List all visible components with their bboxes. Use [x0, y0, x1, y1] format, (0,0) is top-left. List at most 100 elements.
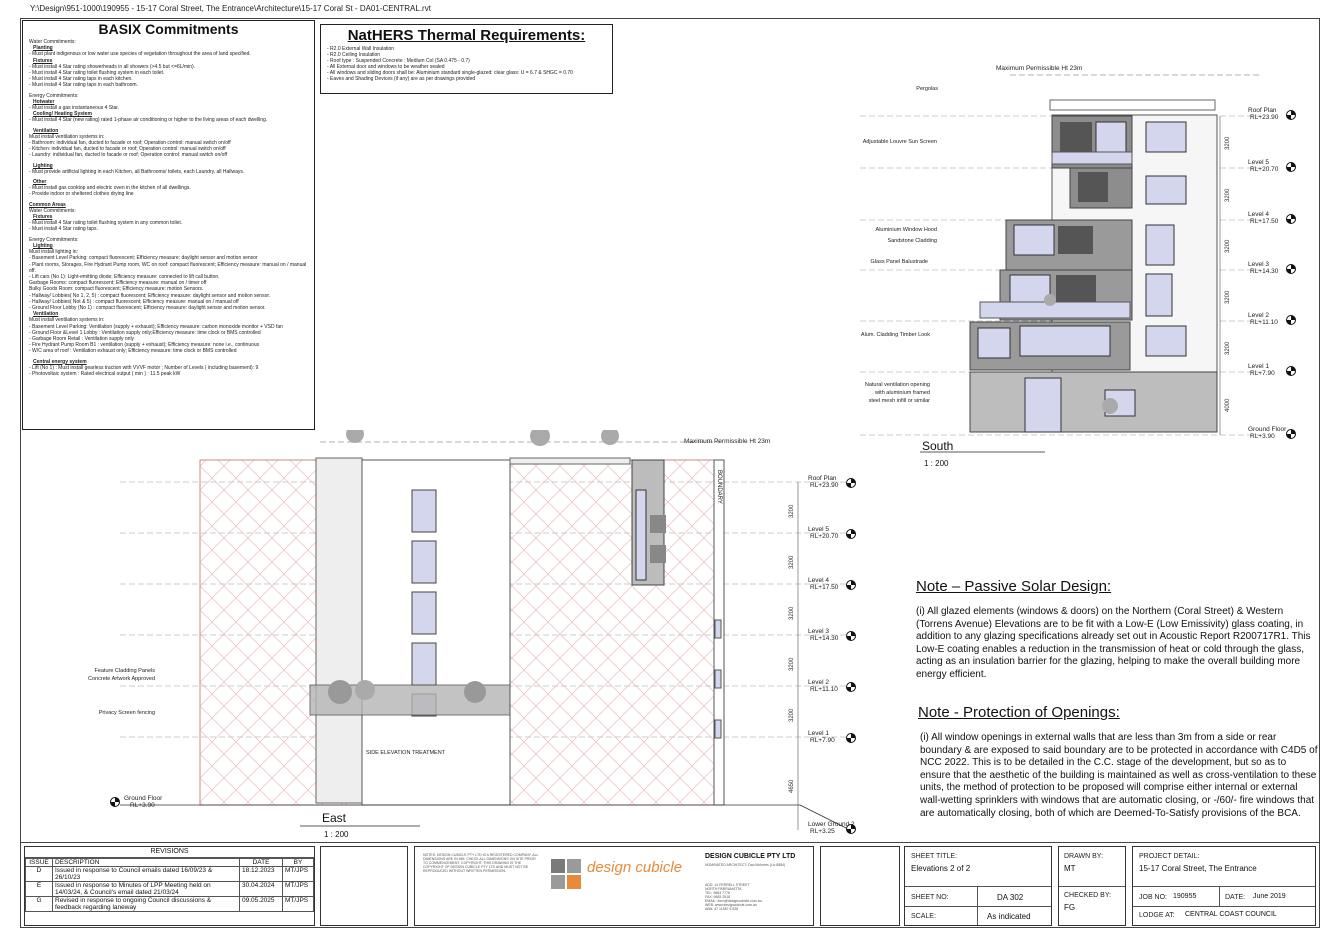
checked-value: FG [1064, 903, 1076, 912]
basix-line: - Garbage Room Retail : Ventilation supp… [29, 335, 135, 342]
level-marker-icon [846, 733, 856, 743]
level-name: Roof Plan [1248, 107, 1277, 114]
job-label: JOB NO: [1139, 894, 1168, 901]
basix-line: - Ground Floor Lobby (No 1) : compact fl… [29, 304, 266, 311]
nathers-line: - R2.0 External Wall Insulation [327, 46, 395, 52]
nathers-panel: NatHERS Thermal Requirements: - R2.0 Ext… [320, 24, 613, 94]
revision-date: 18.12.2023 [239, 866, 283, 882]
basix-heading: Common Areas [29, 201, 66, 208]
firm-panel: NOTES: DESIGN CUBICLE PTY LTD IS A REGIS… [414, 846, 814, 926]
revision-by: MT/JPS [282, 866, 314, 882]
basix-heading: Ventilation [33, 311, 59, 318]
firm-contact-line: EMAIL: form@designcubicle.com.au [705, 899, 762, 903]
blank-box-2 [820, 846, 900, 926]
firm-subtitle: NOMINATED ARCHITECT: Dan McInnes (Lic 88… [705, 863, 786, 867]
callout-feature-cladding: Feature Cladding Panels [94, 668, 155, 674]
callout-louvre: Adjustable Louvre Sun Screen [862, 139, 937, 145]
basix-title: BASIX Commitments [98, 21, 239, 37]
drawn-divider [1059, 886, 1125, 887]
level-marker-icon [1286, 366, 1296, 376]
revision-issue: E [25, 881, 53, 897]
basix-heading: Fixtures [33, 57, 53, 64]
level-name: Level 1 [1248, 363, 1269, 370]
revision-description: Issued in response to Council emails dat… [52, 866, 240, 882]
sheet-title-value: Elevations 2 of 2 [911, 864, 971, 873]
basix-line: Energy Commitments: [29, 92, 79, 99]
basix-line: - Must provide artificial lighting in ea… [29, 168, 245, 175]
sheet-title-label: SHEET TITLE: [911, 853, 958, 860]
firm-contact-line: NORTH PARRAMATTA [705, 887, 742, 891]
level-name: Level 5 [808, 526, 829, 533]
level-rl: RL+14.30 [1250, 268, 1279, 275]
dimension-label: 3200 [1225, 188, 1231, 202]
east-view-scale: 1 : 200 [324, 830, 349, 839]
sheet-no-label: SHEET NO: [911, 894, 949, 901]
firm-contact-line: TEL: 9683 7778 [705, 891, 730, 895]
revision-by: MT/JPS [282, 881, 314, 897]
firm-contact-line: ABN: 47 11587 6 535 [705, 907, 739, 911]
scale-value: As indicated [987, 912, 1031, 921]
east-ground-rl: RL+3.90 [130, 802, 155, 809]
level-marker-icon [1286, 214, 1296, 224]
basix-heading: Lighting [33, 242, 53, 249]
callout-window-hood: Aluminium Window Hood [875, 227, 937, 233]
level-rl: RL+23.90 [810, 482, 839, 489]
basix-line: Garbage Rooms: compact fluorescent; Effi… [29, 280, 207, 287]
south-max-height: Maximum Permissible Ht 23m [996, 65, 1083, 72]
nathers-line: - R2.0 Ceiling Insulation [327, 52, 381, 58]
level-rl: RL+14.30 [810, 635, 839, 642]
basix-line: - Lift (No 1) : Must install gearless tr… [29, 364, 259, 371]
basix-line: Must install ventilation systems in: [29, 317, 105, 324]
basix-line: Water Commitments: [29, 39, 76, 45]
level-name: Level 2 [1248, 312, 1269, 319]
revisions-title: REVISIONS [25, 847, 314, 858]
basix-line: - Must install gas cooktop and electric … [29, 185, 191, 192]
level-marker-icon [846, 478, 856, 488]
dimension-label: 3200 [789, 504, 795, 518]
revision-date: 09.05.2025 [239, 896, 283, 912]
basix-heading: Hotwater [33, 98, 55, 105]
basix-line: - Kitchen: individual fan, ducted to fac… [29, 146, 226, 153]
level-rl: RL+7.90 [810, 737, 835, 744]
copyright-fineprint: NOTES: DESIGN CUBICLE PTY LTD IS A REGIS… [423, 853, 539, 873]
rev-col-description: DESCRIPTION [52, 858, 240, 867]
dimension-label: 3200 [1225, 341, 1231, 355]
nathers-body: - R2.0 External Wall Insulation- R2.0 Ce… [321, 46, 612, 82]
basix-line: - Basement Level Parking: compact fluore… [29, 255, 258, 262]
basix-line: - Basement Level Parking: Ventilation (s… [29, 323, 283, 330]
east-max-height: Maximum Permissible Ht 23m [684, 438, 771, 445]
level-name: Level 3 [808, 628, 829, 635]
level-rl: RL+3.90 [1250, 433, 1275, 440]
drawn-label: DRAWN BY: [1064, 853, 1104, 860]
basix-line: - Provide indoor or sheltered clothes dr… [29, 191, 134, 198]
revision-issue: D [25, 866, 53, 882]
basix-heading: Fixtures [33, 214, 53, 221]
basix-line: - Plant rooms, Storages, Fire Hydrant Pu… [29, 261, 307, 274]
project-value: 15-17 Coral Street, The Entrance [1139, 864, 1257, 873]
basix-heading: Other [33, 179, 47, 186]
dimension-label: 4000 [1225, 398, 1231, 412]
level-marker-icon [846, 682, 856, 692]
firm-logo-mark [551, 859, 581, 889]
basix-line: - Must install 4 Star rating taps. [29, 226, 98, 233]
basix-line: - Photovoltaic system : Rated electrical… [29, 370, 181, 377]
basix-line: - Must install 4 Star rating toilet flus… [29, 220, 183, 227]
sheet-panel: SHEET TITLE: Elevations 2 of 2 SHEET NO:… [904, 846, 1052, 926]
revision-date: 30.04.2024 [239, 881, 283, 897]
basix-line: - Hallway/ Lobbies( No 1, 2, 5) : compac… [29, 292, 271, 299]
drawn-panel: DRAWN BY: MT CHECKED BY: FG [1058, 846, 1126, 926]
south-view-scale: 1 : 200 [924, 459, 949, 468]
basix-body: Water Commitments:Planting- Must plant i… [23, 38, 314, 378]
project-label: PROJECT DETAIL: [1139, 853, 1200, 860]
firm-contact-line: WEB: www.designcubicle.com.au [705, 903, 757, 907]
dimension-label: 3200 [1225, 290, 1231, 304]
basix-line: - Fire Hydrant Pump Room B1 : ventilatio… [29, 342, 260, 349]
level-name: Ground Floor [1248, 426, 1287, 433]
basix-line: Bulky Goods Room: compact fluorescent; E… [29, 286, 204, 293]
sheet-divider [905, 886, 1051, 887]
level-name: Level 2 [808, 679, 829, 686]
east-ground-marker [110, 797, 120, 807]
